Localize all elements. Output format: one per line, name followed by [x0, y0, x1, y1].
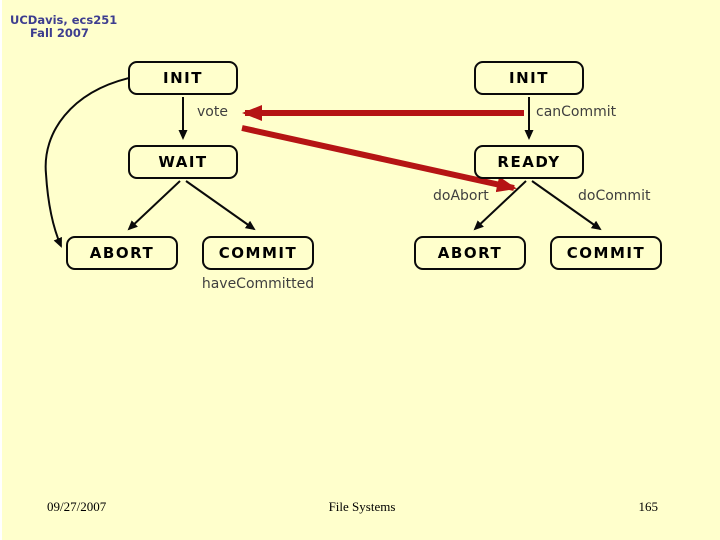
state-label: WAIT — [158, 153, 208, 171]
state-label: INIT — [163, 69, 203, 87]
arrow-ready-to-abort — [473, 180, 527, 231]
state-box-init-left: INIT — [128, 61, 238, 95]
transition-label-docommit: doCommit — [578, 188, 651, 204]
arrow-wait-to-abort — [127, 180, 181, 231]
state-box-abort-right: ABORT — [414, 236, 526, 270]
arrow-ready-to-commit — [531, 180, 602, 231]
state-box-wait: WAIT — [128, 145, 238, 179]
transition-label-cancommit: canCommit — [536, 104, 617, 120]
footer-date: 09/27/2007 — [47, 499, 107, 514]
transition-label-havecommitted: haveCommitted — [201, 276, 315, 292]
state-label: INIT — [509, 69, 549, 87]
state-label: COMMIT — [218, 244, 298, 262]
footer-title: File Systems — [328, 499, 396, 514]
transition-label-doabort: doAbort — [433, 188, 489, 204]
state-label: READY — [497, 153, 561, 171]
header-course: UCDavis, ecs251 — [10, 13, 118, 27]
arrow-curve-init-to-abort — [44, 77, 130, 248]
state-label: ABORT — [89, 244, 155, 262]
slide-header: UCDavis, ecs251 Fall 2007 — [10, 14, 117, 40]
state-box-abort-left: ABORT — [66, 236, 178, 270]
state-box-commit-right: COMMIT — [550, 236, 662, 270]
red-arrow-vote-to-ready-branch — [241, 125, 517, 193]
arrow-wait-to-commit — [185, 180, 256, 231]
state-box-ready: READY — [474, 145, 584, 179]
state-box-commit-left: COMMIT — [202, 236, 314, 270]
state-label: COMMIT — [566, 244, 646, 262]
transition-label-vote: vote — [197, 104, 228, 120]
header-term: Fall 2007 — [30, 26, 89, 40]
footer-page-number: 165 — [638, 499, 659, 514]
state-box-init-right: INIT — [474, 61, 584, 95]
state-label: ABORT — [437, 244, 503, 262]
